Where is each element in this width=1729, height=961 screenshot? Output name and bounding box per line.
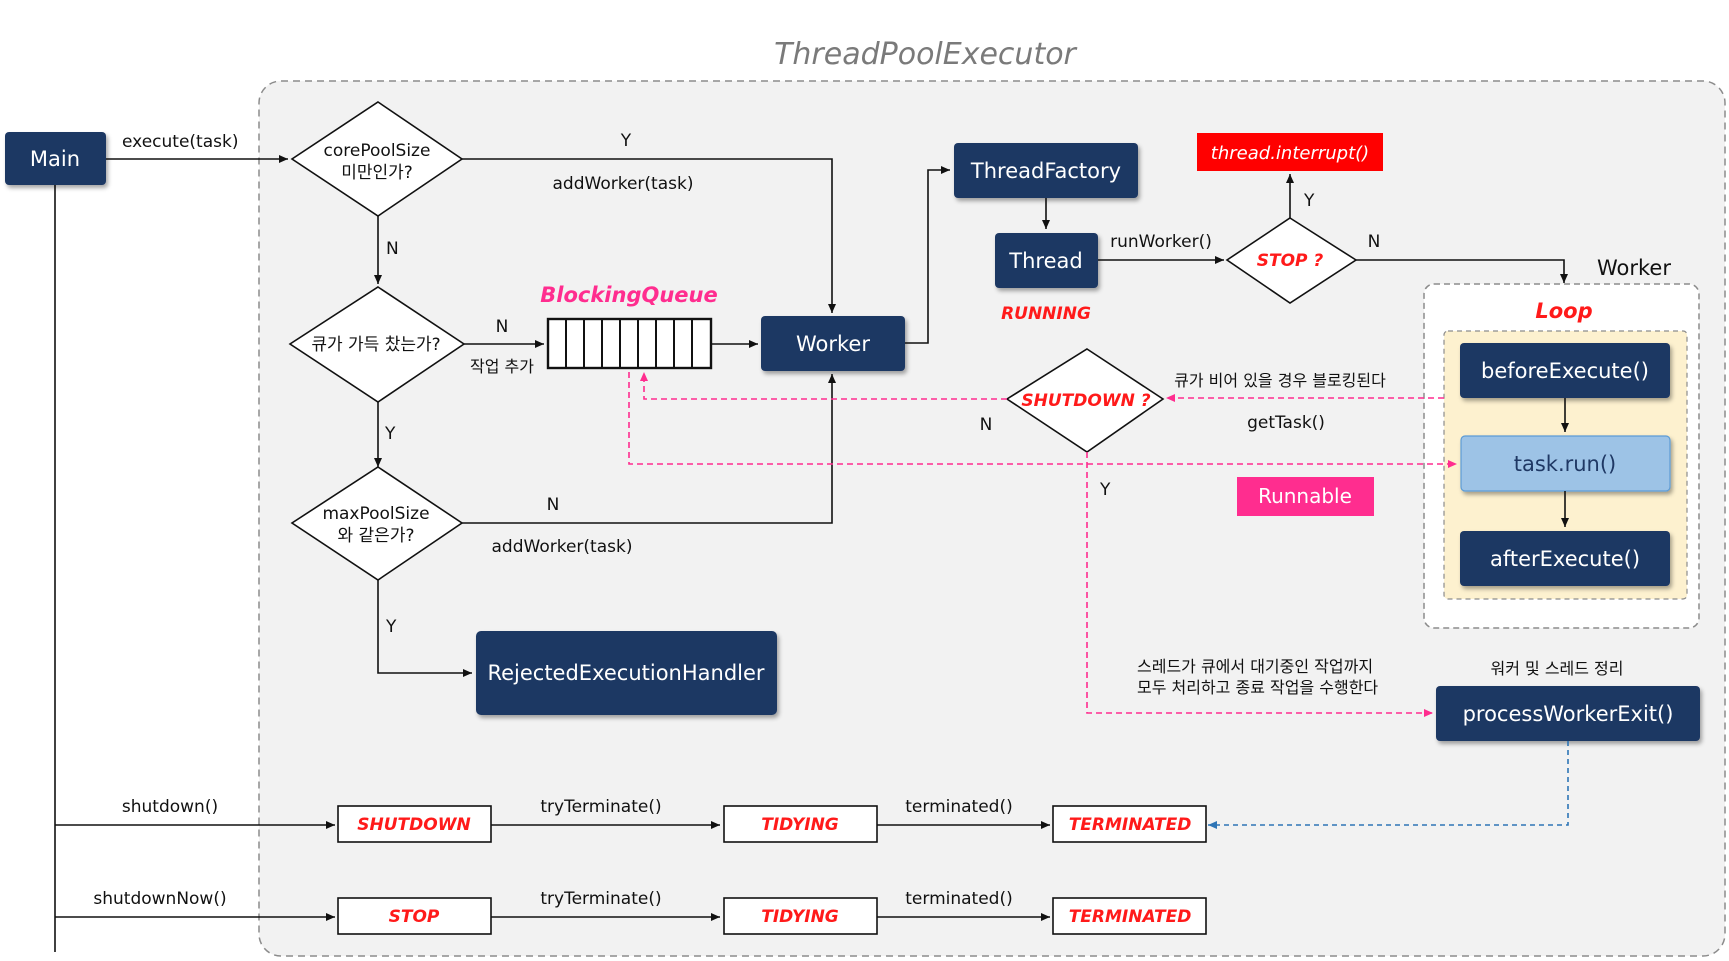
stop-yes-label: Y [1303, 191, 1315, 211]
state-stop-label: STOP [389, 907, 440, 927]
state-tidying-2-label: TIDYING [761, 907, 839, 927]
queue-full-text: 큐가 가득 찼는가? [311, 335, 440, 355]
stop-no-label: N [1368, 232, 1381, 252]
before-execute-box: beforeExecute() [1460, 343, 1670, 398]
state-tidying-2: TIDYING [723, 897, 878, 935]
shutdown-no-arrow [640, 372, 1007, 400]
core-no-label: N [386, 239, 399, 259]
queue-block-note: 큐가 비어 있을 경우 블로킹된다 [1174, 371, 1386, 390]
running-state: RUNNING [1001, 304, 1091, 324]
row2-terminated-label: terminated() [905, 889, 1012, 909]
core-pool-text-2: 미만인가? [341, 163, 413, 183]
add-worker-label-2: addWorker(task) [492, 537, 633, 557]
max-no-label: N [547, 495, 560, 515]
state-shutdown: SHUTDOWN [337, 805, 492, 843]
execute-label: execute(task) [122, 132, 238, 152]
stop-decision-text: STOP ? [1257, 251, 1324, 271]
drain-note-1: 스레드가 큐에서 대기중인 작업까지 [1137, 657, 1373, 676]
main-label: Main [30, 147, 80, 171]
stop-no-arrow [1356, 259, 1568, 283]
rejected-handler-label: RejectedExecutionHandler [487, 661, 764, 685]
get-task-label: getTask() [1247, 413, 1325, 433]
thread-factory-box: ThreadFactory [954, 143, 1138, 198]
core-pool-text-1: corePoolSize [324, 141, 431, 161]
state-terminated-1-label: TERMINATED [1069, 815, 1192, 835]
process-worker-exit-label: processWorkerExit() [1463, 702, 1674, 726]
thread-box: Thread [995, 233, 1098, 288]
worker-to-factory-arrow [905, 166, 950, 344]
max-yes-label: Y [385, 617, 397, 637]
run-worker-label: runWorker() [1110, 232, 1212, 252]
state-tidying-1-label: TIDYING [761, 815, 839, 835]
core-yes-label: Y [620, 131, 632, 151]
cleanup-note: 워커 및 스레드 정리 [1490, 659, 1623, 678]
worker-group-label: Worker [1597, 256, 1671, 280]
exit-to-terminated-arrow [1208, 741, 1569, 829]
add-worker-label-1: addWorker(task) [553, 174, 694, 194]
queue-no-label: N [496, 317, 509, 337]
max-no-arrow [462, 374, 836, 524]
task-run-label: task.run() [1514, 452, 1617, 476]
thread-label: Thread [1008, 249, 1082, 273]
worker-label: Worker [796, 332, 870, 356]
shutdown-yes-label: Y [1099, 480, 1111, 500]
core-yes-arrow [462, 158, 836, 313]
runnable-label: Runnable [1258, 484, 1352, 508]
rejected-handler-box: RejectedExecutionHandler [476, 631, 777, 715]
queue-to-task-arrow [628, 372, 1457, 468]
process-worker-exit-box: processWorkerExit() [1436, 686, 1700, 741]
blocking-queue-label: BlockingQueue [540, 283, 717, 307]
state-terminated-2: TERMINATED [1052, 897, 1207, 935]
blocking-queue [546, 317, 713, 370]
loop-label: Loop [1535, 299, 1592, 323]
row1-terminated-label: terminated() [905, 797, 1012, 817]
before-execute-label: beforeExecute() [1481, 359, 1649, 383]
shutdown-decision-text: SHUTDOWN ? [1021, 391, 1150, 411]
stop-decision [1225, 217, 1358, 304]
row1-try-terminate-label: tryTerminate() [540, 797, 661, 817]
thread-pool-container [258, 80, 1726, 957]
shutdown-call-label: shutdown() [122, 797, 218, 817]
shutdown-now-call-label: shutdownNow() [93, 889, 226, 909]
state-shutdown-label: SHUTDOWN [357, 815, 470, 835]
thread-interrupt-box: thread.interrupt() [1197, 133, 1383, 171]
runnable-badge: Runnable [1237, 477, 1374, 516]
shutdown-no-label: N [980, 415, 993, 435]
state-terminated-2-label: TERMINATED [1069, 907, 1192, 927]
thread-interrupt-label: thread.interrupt() [1211, 143, 1369, 164]
after-execute-label: afterExecute() [1490, 547, 1640, 571]
diagram-title: ThreadPoolExecutor [774, 37, 1077, 72]
state-terminated-1: TERMINATED [1052, 805, 1207, 843]
queue-yes-label: Y [384, 424, 396, 444]
queue-add-label: 작업 추가 [470, 357, 534, 376]
worker-box: Worker [761, 316, 905, 371]
max-pool-text-2: 와 같은가? [338, 526, 415, 546]
max-yes-arrow [377, 580, 472, 677]
main-box: Main [5, 132, 106, 185]
shutdown-yes-arrow [1086, 452, 1433, 717]
drain-note-2: 모두 처리하고 종료 작업을 수행한다 [1137, 678, 1378, 697]
max-pool-text-1: maxPoolSize [322, 504, 429, 524]
task-run-box: task.run() [1460, 435, 1671, 492]
row2-try-terminate-label: tryTerminate() [540, 889, 661, 909]
after-execute-box: afterExecute() [1460, 531, 1670, 586]
state-tidying-1: TIDYING [723, 805, 878, 843]
thread-factory-label: ThreadFactory [970, 159, 1121, 183]
state-stop: STOP [337, 897, 492, 935]
